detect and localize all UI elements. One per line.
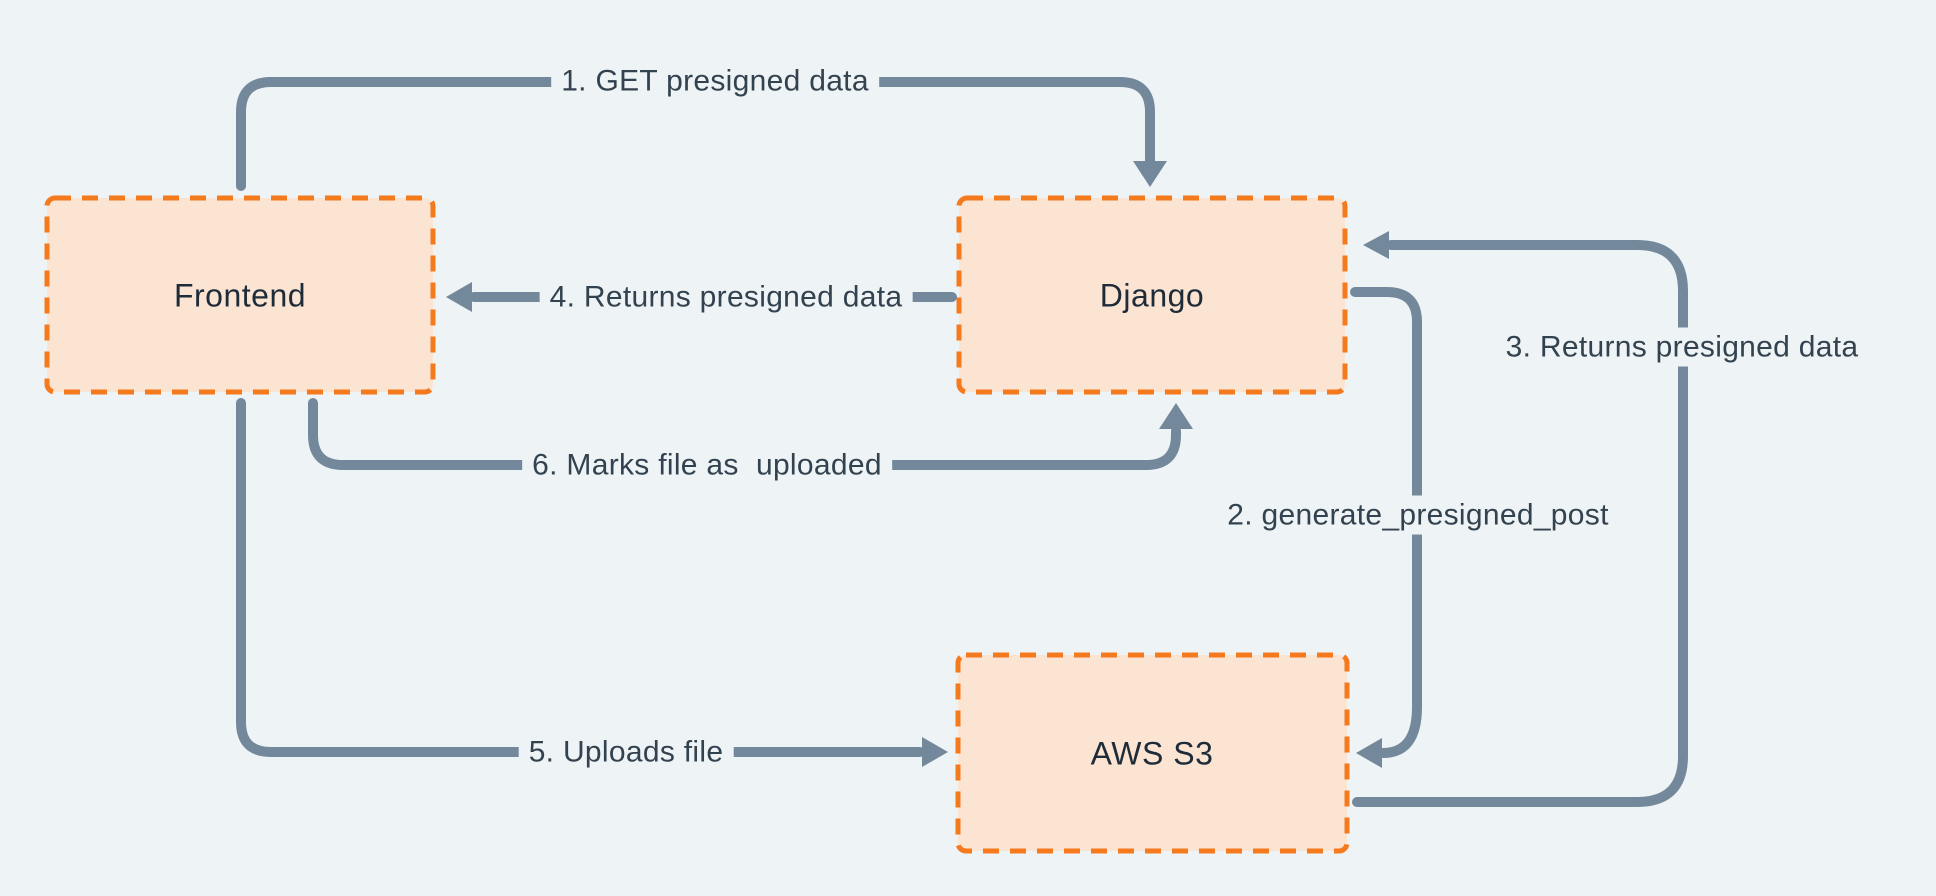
node-label-aws-s3: AWS S3 — [1090, 735, 1214, 772]
arrowhead-down-icon — [1133, 161, 1167, 187]
frontend-box — [44, 195, 436, 395]
arrowhead-right-icon — [922, 737, 948, 767]
edge-3-returns-presigned-data — [1352, 231, 1688, 807]
arrowhead-left-icon — [1363, 231, 1389, 259]
edge-5-uploads-file — [236, 398, 948, 767]
django-box — [956, 195, 1348, 395]
arrowhead-left-icon — [446, 282, 472, 312]
edge-label-1-get-presigned-data: 1. GET presigned data — [551, 61, 879, 101]
aws-s3-box — [955, 652, 1350, 854]
node-label-django: Django — [1099, 277, 1205, 314]
edge-label-4-returns-presigned-data: 4. Returns presigned data — [539, 277, 913, 317]
edge-label-2-generate-presigned-post: 2. generate_presigned_post — [1217, 495, 1619, 535]
edge-label-6-marks-file-uploaded: 6. Marks file as uploaded — [522, 445, 892, 485]
edge-label-3-returns-presigned-data: 3. Returns presigned data — [1495, 327, 1869, 367]
edge-label-5-uploads-file: 5. Uploads file — [518, 732, 734, 772]
arrowhead-left-icon — [1356, 738, 1382, 768]
arrowhead-up-icon — [1159, 403, 1193, 429]
node-label-frontend: Frontend — [173, 277, 307, 314]
